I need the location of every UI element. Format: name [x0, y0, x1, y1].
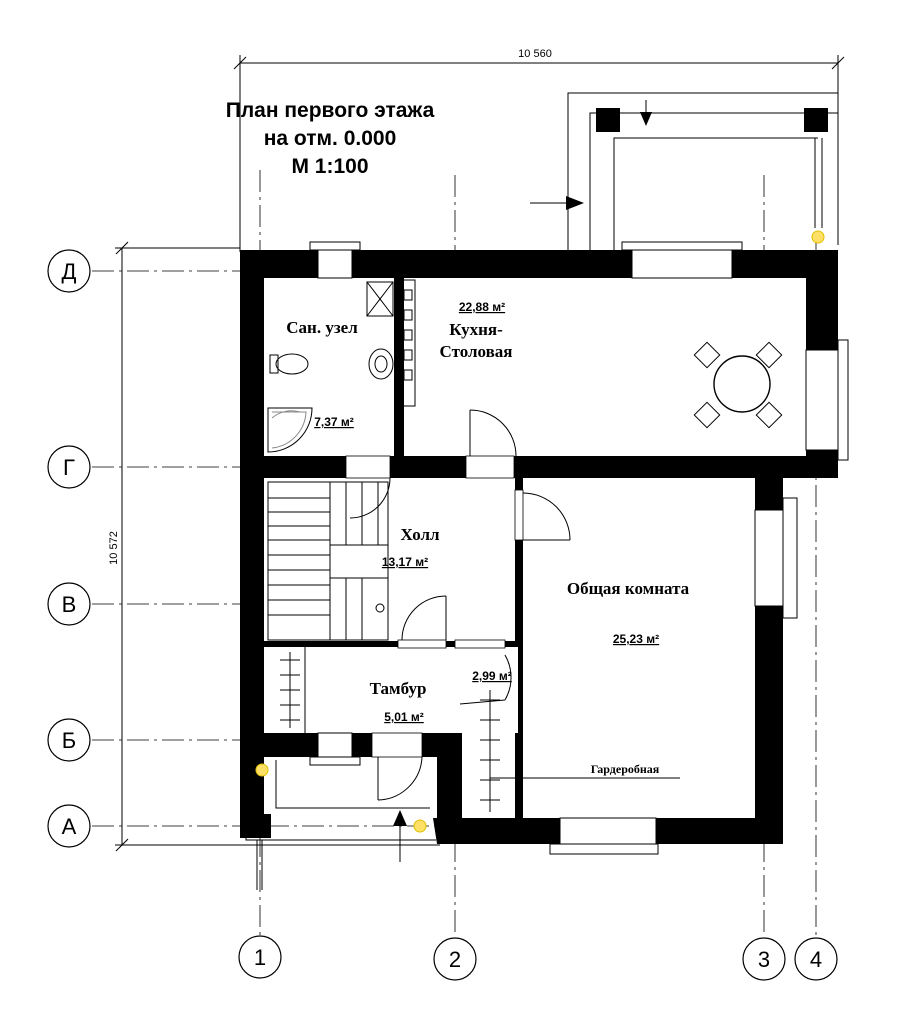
bathroom-area: 7,37 м² — [314, 415, 354, 429]
svg-text:М 1:100: М 1:100 — [291, 155, 368, 178]
living-area: 25,23 м² — [613, 632, 659, 646]
doors — [349, 409, 571, 801]
dimension-width: 10 560 — [233, 48, 845, 252]
svg-text:3: 3 — [758, 947, 770, 972]
plan-title: План первого этажа на отм. 0.000 М 1:100 — [226, 99, 435, 178]
wardrobe-shelves — [280, 647, 500, 812]
overall-height-label: 10 572 — [108, 531, 120, 565]
dimension-height: 10 572 — [108, 241, 440, 852]
axis-bubble-v: В — [47, 582, 91, 626]
axis-bubbles: Д Г В Б А 1 2 3 — [47, 249, 838, 981]
svg-text:на отм. 0.000: на отм. 0.000 — [264, 127, 397, 150]
kitchen-name-2: Столовая — [440, 342, 513, 361]
kitchen-area: 22,88 м² — [459, 300, 505, 314]
svg-text:А: А — [62, 814, 77, 839]
room-labels: Сан. узел 7,37 м² 22,88 м² Кухня- Столов… — [286, 300, 690, 779]
axis-bubble-a: А — [47, 804, 91, 848]
svg-text:План первого этажа: План первого этажа — [226, 99, 435, 122]
wardrobe-name: Гардеробная — [591, 762, 660, 776]
dining-table — [693, 341, 783, 429]
svg-text:Д: Д — [62, 259, 77, 284]
svg-text:2: 2 — [449, 947, 461, 972]
axis-bubble-1: 1 — [238, 935, 282, 979]
kitchen-name-1: Кухня- — [449, 320, 503, 339]
axis-bubble-b: Б — [47, 718, 91, 762]
living-name: Общая комната — [567, 579, 690, 598]
terrace — [530, 92, 838, 250]
axis-bubble-2: 2 — [433, 937, 477, 981]
hall-area: 13,17 м² — [382, 555, 428, 569]
windows — [309, 241, 849, 855]
svg-text:Г: Г — [63, 455, 75, 480]
bathroom-fixtures — [267, 279, 416, 453]
axis-bubble-g: Г — [47, 445, 91, 489]
hall-name: Холл — [400, 525, 440, 544]
svg-text:1: 1 — [254, 945, 266, 970]
vestibule-area: 5,01 м² — [384, 710, 424, 724]
svg-text:Б: Б — [62, 728, 76, 753]
entrance-porch — [245, 760, 436, 890]
overall-width-label: 10 560 — [518, 48, 552, 60]
axis-bubble-d: Д — [47, 249, 91, 293]
svg-text:В: В — [62, 592, 77, 617]
vestibule-name: Тамбур — [370, 679, 427, 698]
axis-bubble-4: 4 — [794, 937, 838, 981]
openings — [345, 455, 524, 758]
stairs — [267, 481, 389, 641]
svg-text:4: 4 — [810, 947, 822, 972]
axis-bubble-3: 3 — [742, 937, 786, 981]
bathroom-name: Сан. узел — [286, 318, 358, 337]
closet-area: 2,99 м² — [472, 669, 512, 683]
